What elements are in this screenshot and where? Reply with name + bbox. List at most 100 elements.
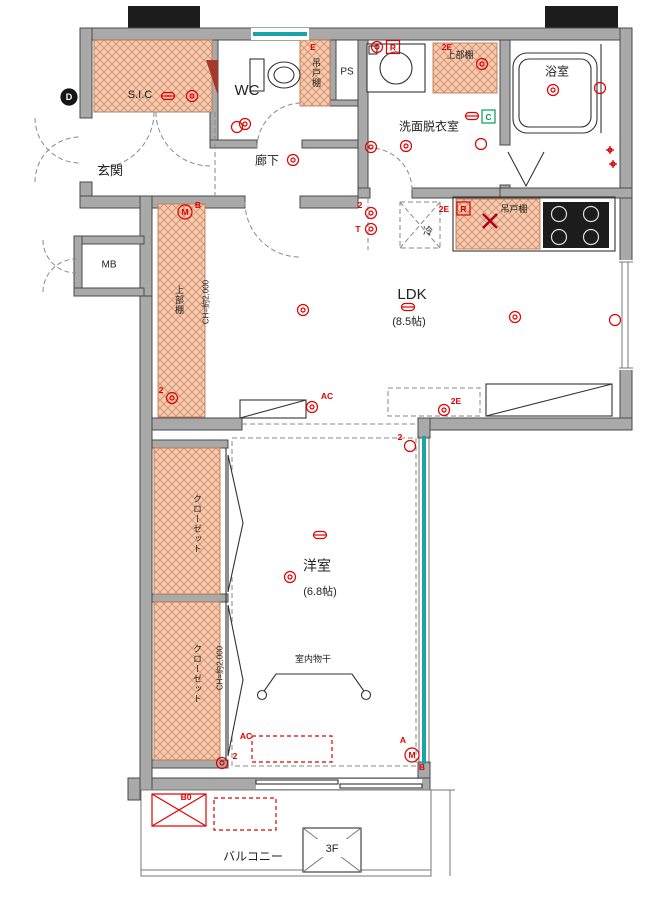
exhaust-fan-symbol (482, 213, 498, 229)
annotation-r-top: R (390, 43, 396, 53)
red-dashed-box (213, 797, 277, 831)
light-symbol (230, 120, 244, 134)
electrical-symbols (60, 39, 622, 770)
outlet-symbol (364, 206, 378, 220)
label-sic: S.I.C (127, 88, 153, 101)
label-rei: 冷 (423, 226, 433, 238)
outlet-symbol (305, 400, 319, 414)
entrance-door-arc-1 (34, 117, 81, 164)
wc-door-arc (256, 102, 303, 149)
sic-door-arc-1 (97, 111, 155, 169)
c-box (481, 109, 496, 124)
annotation-d: D (66, 92, 73, 102)
annotation-2-left: 2 (159, 385, 164, 395)
annotation-2-closet: 2 (233, 751, 238, 761)
label-ps: PS (340, 66, 354, 78)
outlet-symbol (296, 303, 310, 317)
label-joubudana-top: 上部棚 (446, 50, 474, 61)
toilet (249, 58, 301, 92)
entrance-door-leaf (206, 60, 218, 96)
label-3f: 3F (323, 842, 341, 856)
annotation-b-top: B (195, 200, 201, 210)
outlet-symbol (238, 117, 252, 131)
sic-area (93, 39, 213, 113)
kitchen-counter (452, 196, 616, 252)
closet-1-area (153, 447, 221, 595)
label-balcony: バルコニー (223, 849, 283, 864)
indoor-drying-pole (256, 673, 372, 701)
annotation-a: A (400, 735, 406, 745)
balcony-door (256, 779, 422, 789)
outlet-symbol (546, 83, 560, 97)
annotation-2e-kitchen: 2E (439, 204, 450, 214)
sic-door-arc-2 (155, 111, 211, 167)
annotation-c: C (485, 112, 491, 122)
outlet-symbol (364, 140, 378, 154)
washroom-door-arc (369, 147, 413, 191)
annotation-ac-yoshitsu: AC (240, 731, 252, 741)
label-tsuridana-top: 吊戸棚 (310, 58, 321, 88)
ac-dashed-box (251, 735, 333, 763)
light-symbol (608, 313, 622, 327)
ceiling-light-symbol (312, 530, 328, 540)
label-ch-ldk: CH=約2,000 (201, 279, 211, 325)
annotation-2-corridor: 2 (358, 200, 363, 210)
east-window (619, 260, 633, 370)
annotation-e: E (310, 42, 316, 52)
label-rouka: 廊下 (254, 153, 280, 168)
light-symbol (474, 137, 488, 151)
label-closet-2: クローゼット (191, 644, 202, 704)
ceiling-light-symbol (464, 111, 480, 121)
mb-door-arc-2 (42, 258, 77, 293)
closet-2-area (153, 601, 221, 761)
ceiling-light-symbol (160, 91, 176, 101)
refrigerator-space (399, 201, 441, 249)
annotation-m2: M (408, 750, 415, 760)
closet-1-door (227, 454, 244, 593)
r-box (385, 39, 401, 55)
bath-faucet-symbol (609, 160, 617, 168)
ceiling-light-symbol (400, 302, 416, 312)
label-wc: WC (234, 81, 260, 99)
label-mb: MB (101, 259, 117, 271)
closet-2-door (227, 604, 244, 757)
bath-faucet-symbol (606, 146, 614, 154)
annotation-t: T (355, 224, 361, 234)
counter-ldk-boundary (239, 399, 307, 419)
outlet-symbol (475, 57, 489, 71)
hanging-cupboard-top (299, 39, 331, 107)
entrance-door-arc-2 (34, 136, 81, 183)
outlet-symbol (399, 139, 413, 153)
yoshitsu-window-frame (418, 436, 430, 764)
sideboard (485, 383, 613, 417)
ldk-door-arc (244, 201, 301, 258)
light-symbol (593, 81, 607, 95)
label-yoshitsu: 洋室 (303, 557, 331, 574)
annotation-m: M (181, 207, 188, 217)
windows (251, 28, 633, 789)
annotation-b0: B0 (181, 792, 192, 802)
outlet-symbol (165, 391, 179, 405)
outlet-symbol (437, 403, 451, 417)
label-yoshitsu-size: (6.8帖) (303, 585, 337, 598)
r-box (456, 201, 471, 216)
outlet-symbol (283, 570, 297, 584)
symbol-labels: E R 2E C B M M D 2 T 2E R 2 AC 2E 2 AC 2… (66, 42, 492, 802)
mb-door-arc-1 (42, 239, 77, 274)
red-cross-box (151, 793, 207, 827)
meter-symbol (404, 747, 420, 763)
annotation-2-yoshitsu: 2 (398, 432, 403, 442)
label-senmen: 洗面脱衣室 (398, 119, 460, 134)
light-symbol (403, 439, 417, 453)
label-ldk: LDK (397, 285, 427, 303)
bath-folding-door (507, 151, 545, 188)
fixtures (206, 43, 616, 760)
annotation-2e-ldk: 2E (451, 396, 462, 406)
structural-columns (128, 6, 618, 28)
outlet-symbol (508, 310, 522, 324)
label-ch-closet: CH=約2,000 (215, 645, 225, 691)
outlet-symbol (215, 756, 229, 770)
label-monohoshi: 室内物干 (294, 654, 332, 665)
